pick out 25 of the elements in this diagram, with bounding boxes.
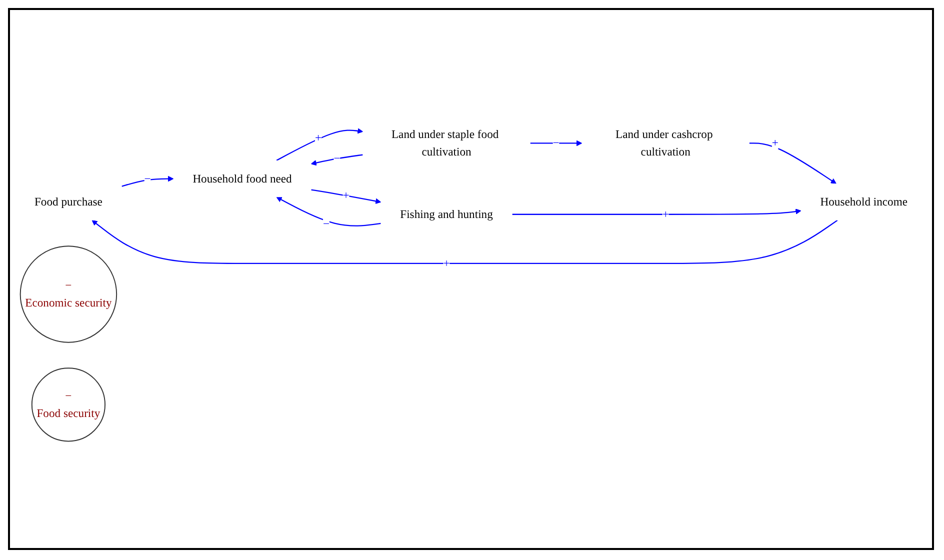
node-text: Household income: [820, 196, 908, 208]
arrow: [276, 128, 364, 162]
node-text: Household food need: [192, 172, 292, 186]
node-text: Land under cashcrop cultivation: [616, 128, 713, 158]
edge-label: −: [144, 172, 151, 186]
arrow: [92, 220, 838, 264]
node-circle: − Economic security: [20, 246, 118, 344]
arrow: [530, 140, 582, 146]
arrow: [276, 197, 381, 227]
edge-label: −: [552, 136, 560, 150]
arrow: [310, 154, 363, 166]
edge-label: −: [323, 217, 330, 230]
edge-label: +: [342, 189, 350, 202]
edge-label: +: [443, 257, 450, 270]
edge-label: +: [772, 136, 778, 150]
arrow: [122, 176, 174, 188]
node-text: Fishing and hunting: [400, 208, 493, 221]
node-text: Food purchase: [34, 196, 102, 208]
node-circle: − Food security: [31, 368, 106, 442]
edge-label: +: [662, 208, 669, 221]
edge-label: +: [314, 132, 322, 145]
arrow: [512, 208, 802, 216]
arrow: [749, 142, 836, 184]
node-text: Land under staple food cultivation: [391, 128, 499, 158]
edge-label: −: [334, 152, 340, 165]
